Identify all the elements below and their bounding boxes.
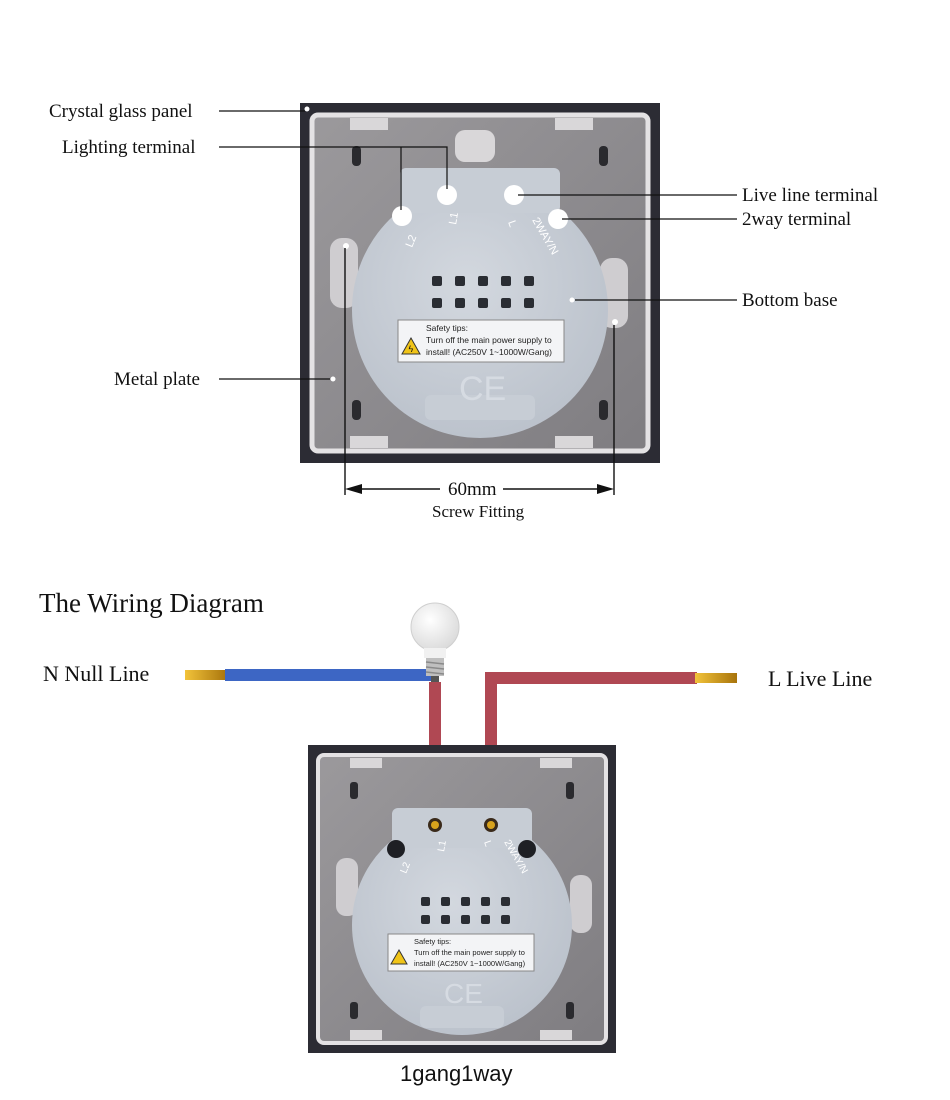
bottom-base [352,182,608,438]
plate-screw-slots [352,146,608,420]
base-top-block [400,168,560,213]
safety-title: Safety tips: [426,323,468,333]
bottom-safety-label: Safety tips: Turn off the main power sup… [387,933,535,972]
warning-icon: ϟ [401,336,421,355]
wiring-title: The Wiring Diagram [39,588,264,618]
label-2way-terminal: 2way terminal [742,209,851,230]
safety-line-2: install! (AC250V 1~1000W/Gang) [426,347,552,357]
dimension-caption: Screw Fitting [432,502,525,521]
svg-text:ϟ: ϟ [409,344,414,354]
bottom-safety-line-1: Turn off the main power supply to [414,948,525,957]
ce-mark: CE [459,370,506,408]
label-live-line-terminal: Live line terminal [742,185,878,206]
bottom-ce-mark: CE [444,978,483,1009]
plate-clips [350,118,593,448]
bottom-warning-icon [390,948,408,965]
safety-label: ϟ Safety tips: Turn off the main power s… [397,319,565,363]
bottom-side-tabs [336,858,592,933]
bottom-base-2 [352,815,572,1035]
bottom-base-bottom-block [420,1006,504,1028]
neutral-wire [185,669,433,681]
screw-markers [304,106,618,382]
safety-line-1: Turn off the main power supply to [426,335,552,345]
label-bottom-base: Bottom base [742,290,838,311]
terminal-label-l2: L2 [404,233,420,249]
bottom-switch: L2 L1 L 2WAY/N Safety tips: Turn off the… [308,745,616,1053]
terminal-holes [392,185,568,229]
base-bottom-block [425,395,535,420]
bottom-terminal-l: L [481,839,493,848]
light-bulb-icon [410,602,460,682]
bottom-terminal-l1: L1 [436,839,449,852]
bottom-safety-title: Safety tips: [414,937,451,946]
label-crystal-glass-panel: Crystal glass panel [49,101,193,122]
terminal-label-l: L [505,219,518,229]
wiring-caption: 1gang1way [400,1061,513,1086]
terminal-label-l1: L1 [447,211,461,225]
screw-fitting-dimension [344,248,615,495]
top-switch: L2 L1 L 2WAY/N ϟ Safety tips: Turn off t… [300,103,660,463]
dimension-value: 60mm [448,479,497,500]
bottom-terminal-holes [387,818,536,858]
bottom-vent-slots [421,897,510,924]
bottom-safety-line-2: install! (AC250V 1~1000W/Gang) [414,959,526,968]
callout-lines [219,110,737,380]
label-lighting-terminal: Lighting terminal [62,137,196,158]
bottom-plate-clips [350,758,572,1040]
null-line-label: N Null Line [43,661,149,686]
bottom-screw-slots [350,782,574,1019]
bottom-terminal-l2: L2 [399,860,414,875]
vent-slots [432,276,534,308]
live-line-label: L Live Line [768,666,872,691]
bottom-base-top-block [392,808,532,848]
label-metal-plate: Metal plate [114,369,200,390]
